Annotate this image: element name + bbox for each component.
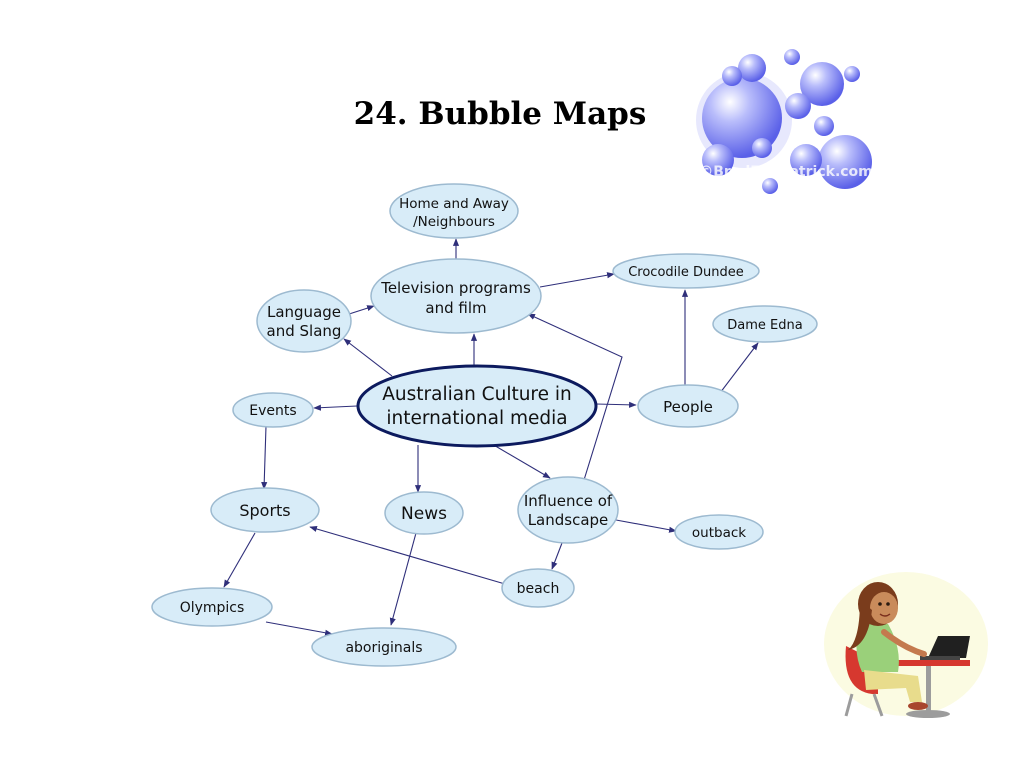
node-sports: Sports <box>210 487 320 533</box>
node-news: News <box>384 491 464 535</box>
node-language: Language and Slang <box>256 289 352 353</box>
girl-laptop-illustration <box>824 572 988 718</box>
node-center-line1: Australian Culture in <box>382 384 572 405</box>
edge-center-landscape <box>491 443 551 479</box>
node-tv: Television programs and film <box>370 258 542 334</box>
node-people: People <box>637 384 739 428</box>
node-center: Australian Culture in international medi… <box>356 364 598 448</box>
node-landscape: Influence of Landscape <box>517 476 619 544</box>
edge-landscape-beach <box>551 542 563 570</box>
node-events: Events <box>232 392 314 428</box>
node-dame-edna: Dame Edna <box>712 305 818 343</box>
edge-center-language <box>343 338 393 377</box>
node-tv-line1: Television programs <box>380 279 531 297</box>
node-landscape-line1: Influence of <box>524 492 613 510</box>
node-home-away-line2: /Neighbours <box>413 214 495 230</box>
edge-olympics-aboriginals <box>265 621 333 636</box>
edge-people-dameedna <box>719 342 759 394</box>
node-beach-label: beach <box>517 581 560 597</box>
node-sports-label: Sports <box>239 501 290 520</box>
slide-title: 24. Bubble Maps <box>353 96 647 132</box>
edge-language-tv <box>345 305 375 316</box>
edge-events-sports <box>261 425 268 490</box>
node-people-label: People <box>663 398 713 416</box>
diagram-edges <box>223 238 759 636</box>
node-outback: outback <box>674 514 764 550</box>
node-tv-line2: and film <box>425 299 486 317</box>
node-home-away-line1: Home and Away <box>399 196 509 212</box>
node-center-line2: international media <box>386 408 567 429</box>
node-landscape-line2: Landscape <box>528 511 609 529</box>
edge-news-aboriginals <box>389 532 417 626</box>
node-olympics: Olympics <box>151 587 273 627</box>
node-olympics-label: Olympics <box>180 600 245 616</box>
node-beach: beach <box>501 568 575 608</box>
node-dame-edna-label: Dame Edna <box>727 318 802 333</box>
node-language-line2: and Slang <box>267 322 342 340</box>
edge-center-people <box>595 401 637 408</box>
edge-tv-crocodile <box>539 272 615 288</box>
node-aboriginals: aboriginals <box>311 627 457 667</box>
edge-center-events <box>313 404 358 411</box>
edge-landscape-outback <box>615 519 677 533</box>
node-outback-label: outback <box>692 525 746 541</box>
edge-beach-sports <box>309 525 506 585</box>
edge-sports-olympics <box>223 532 256 588</box>
node-crocodile-label: Crocodile Dundee <box>628 265 744 280</box>
watermark-text: ©BradFitzpatrick.com <box>699 164 873 180</box>
node-crocodile: Crocodile Dundee <box>612 253 760 289</box>
node-home-away: Home and Away /Neighbours <box>389 183 519 239</box>
edge-landscape-tv <box>527 313 623 481</box>
bubbles-illustration: ©BradFitzpatrick.com <box>696 49 873 194</box>
node-events-label: Events <box>249 403 296 419</box>
node-aboriginals-label: aboriginals <box>345 640 422 656</box>
node-news-label: News <box>401 504 447 524</box>
node-language-line1: Language <box>267 303 341 321</box>
